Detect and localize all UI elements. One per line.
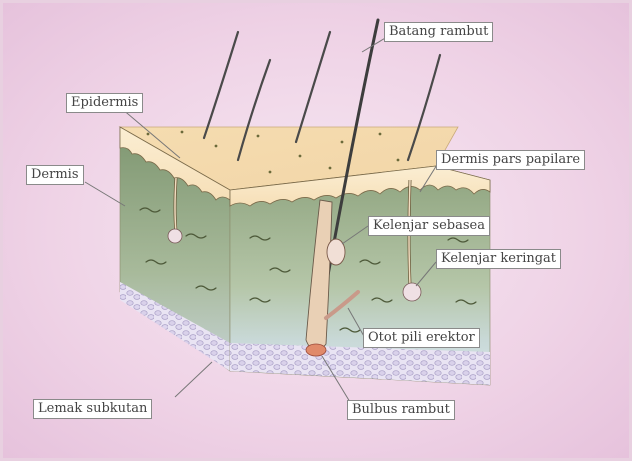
label-kelenjar-sebasea: Kelenjar sebasea	[368, 216, 490, 236]
label-bulbus-rambut: Bulbus rambut	[347, 400, 455, 420]
label-dermis-pars-papilare: Dermis pars papilare	[436, 150, 585, 170]
label-kelenjar-keringat: Kelenjar keringat	[436, 249, 561, 269]
label-dermis: Dermis	[26, 165, 84, 185]
label-lemak-subkutan: Lemak subkutan	[33, 399, 152, 419]
label-otot-pili-erektor: Otot pili erektor	[363, 328, 480, 348]
label-batang-rambut: Batang rambut	[384, 22, 493, 42]
label-epidermis: Epidermis	[66, 93, 143, 113]
